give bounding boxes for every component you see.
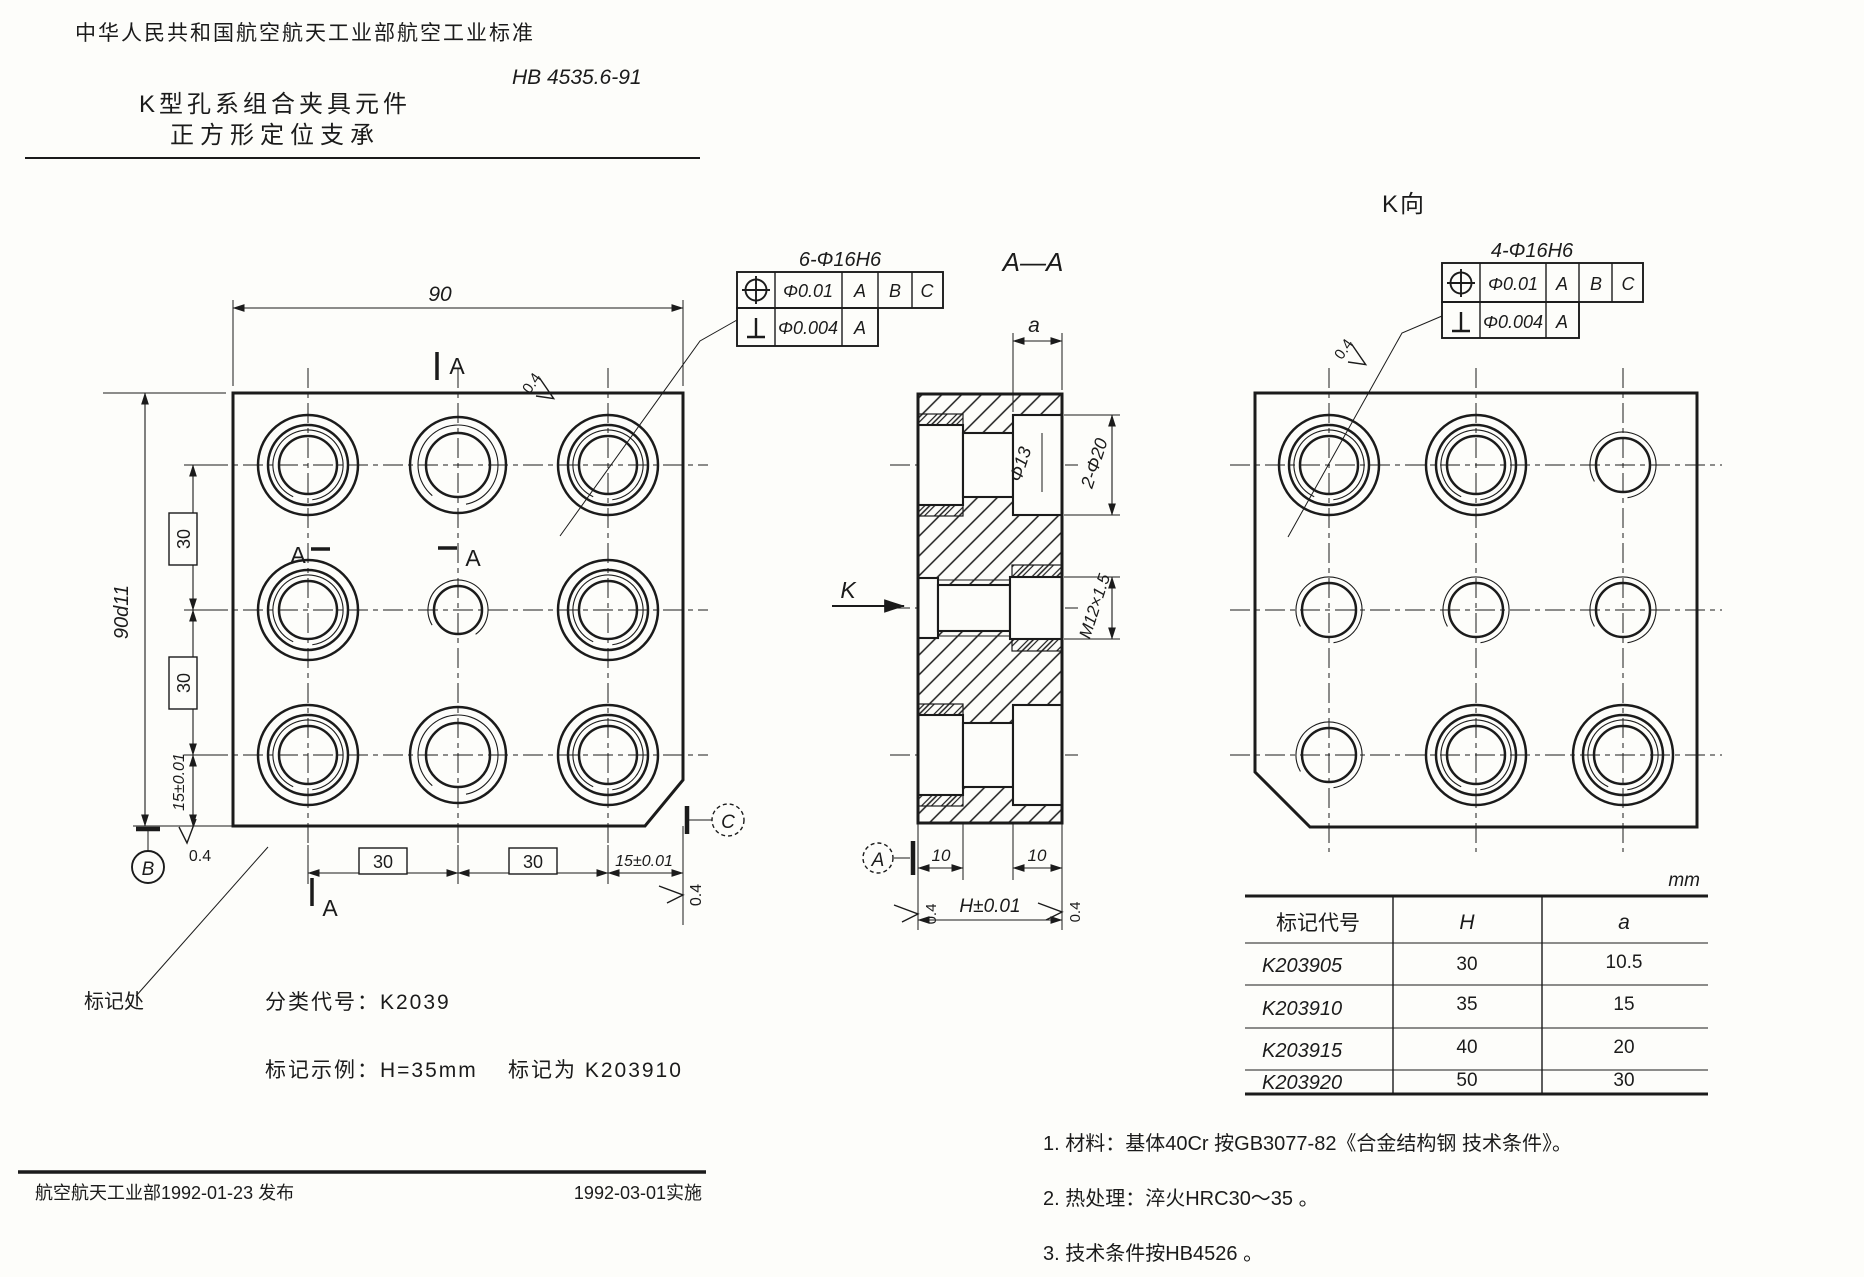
dim-thread-m12: M12×1.5 <box>1075 571 1114 641</box>
perpendicularity-symbol-icon <box>1452 312 1470 333</box>
dim-width-90: 90 <box>428 283 452 306</box>
position-symbol-icon <box>1447 269 1475 297</box>
right-view: K向 <box>1230 191 1722 852</box>
section-outline <box>916 392 1064 825</box>
perpendicularity-symbol-icon <box>747 318 765 339</box>
fcf-right: 4-Φ16H6 Φ0.01 A B C Φ0.004 A 0.4 <box>1287 240 1644 538</box>
technical-notes: 1. 材料：基体40Cr 按GB3077-82《合金结构钢 技术条件》。 2. … <box>1043 1132 1572 1265</box>
section-title: A—A <box>1001 247 1064 277</box>
cell-a-3: 20 <box>1613 1037 1634 1058</box>
dim-edge-15-left: 15±0.01 <box>171 753 188 811</box>
fcf-left-ref3: C <box>921 281 935 301</box>
footer: 航空航天工业部1992-01-23 发布 1992-03-01实施 <box>18 1170 706 1203</box>
note-2: 2. 热处理：淬火HRC30～35 。 <box>1043 1187 1319 1210</box>
roughness-bottom-face: 0.4 <box>189 848 211 865</box>
marking-example: 标记示例：H=35mm <box>265 1059 478 1082</box>
marking-designation: 标记为 K203910 <box>508 1059 683 1082</box>
dim-a: a <box>1028 314 1040 337</box>
datum-a: A <box>862 841 916 875</box>
class-code: 分类代号：K2039 <box>265 991 451 1014</box>
table-row: K203905 30 10.5 <box>1262 952 1642 977</box>
k-view-label: K向 <box>1382 191 1426 218</box>
roughness-section-right: 0.4 <box>1067 902 1084 923</box>
datum-c: C <box>684 803 745 837</box>
dim-pitch-30-bottom2: 30 <box>523 852 543 872</box>
spec-table: mm 标记代号 H a K203905 30 10.5 K203910 35 1… <box>1245 870 1708 1096</box>
dim-height-90d11: 90d11 <box>111 585 133 639</box>
cell-code-1: K203905 <box>1262 955 1343 977</box>
section-marker-a-midleft: A <box>290 542 306 568</box>
standard-number: HB 4535.6-91 <box>512 66 642 89</box>
section-marker-a-top: A <box>449 353 465 379</box>
fcf-left-pos-tol: Φ0.01 <box>783 281 833 301</box>
table-row: K203915 40 20 <box>1262 1037 1635 1062</box>
col-header-code: 标记代号 <box>1276 912 1360 935</box>
note-1: 1. 材料：基体40Cr 按GB3077-82《合金结构钢 技术条件》。 <box>1043 1132 1572 1155</box>
fcf-right-ref2: B <box>1590 274 1602 294</box>
title-line2: 正方形定位支承 <box>170 122 380 149</box>
fcf-right-perp-ref: A <box>1555 312 1568 332</box>
cell-h-2: 35 <box>1456 994 1477 1015</box>
position-symbol-icon <box>742 276 770 304</box>
dim-pitch-30-bottom1: 30 <box>373 852 393 872</box>
title-line1: K型孔系组合夹具元件 <box>139 91 411 118</box>
dim-counterbore-2phi20: 2-Φ20 <box>1077 436 1112 492</box>
cell-h-1: 30 <box>1456 954 1477 975</box>
fcf-right-ref1: A <box>1555 274 1568 294</box>
cell-a-4: 30 <box>1613 1070 1634 1091</box>
cell-code-3: K203915 <box>1262 1040 1343 1062</box>
view-arrow-k-label: K <box>840 577 857 603</box>
dim-edge-15-bottom: 15±0.01 <box>615 853 673 870</box>
cell-a-1: 10.5 <box>1606 952 1643 973</box>
cell-code-4: K203920 <box>1262 1072 1342 1094</box>
classification-block: 分类代号：K2039 标记示例：H=35mm 标记为 K203910 <box>265 991 683 1082</box>
footer-issued: 航空航天工业部1992-01-23 发布 <box>35 1183 294 1203</box>
note-3: 3. 技术条件按HB4526 。 <box>1043 1242 1263 1265</box>
cell-h-4: 50 <box>1456 1070 1477 1091</box>
right-plate-outline <box>1253 391 1699 829</box>
header: 中华人民共和国航空航天工业部航空工业标准 HB 4535.6-91 K型孔系组合… <box>25 22 700 159</box>
roughness-right-face: 0.4 <box>688 884 705 906</box>
table-row: K203910 35 15 <box>1262 994 1635 1020</box>
footer-effective: 1992-03-01实施 <box>574 1183 702 1203</box>
cell-code-2: K203910 <box>1262 998 1342 1020</box>
fcf-right-perp-tol: Φ0.004 <box>1483 312 1543 332</box>
fcf-left-ref1: A <box>853 281 866 301</box>
table-row: K203920 50 30 <box>1262 1070 1635 1094</box>
roughness-bore-right: 0.4 <box>1331 336 1357 363</box>
section-marker-a-midright: A <box>465 545 481 571</box>
fcf-left-qty: 6-Φ16H6 <box>799 249 882 271</box>
dim-h-overall: H±0.01 <box>959 896 1020 917</box>
datum-b-label: B <box>142 859 155 880</box>
fcf-left-perp-tol: Φ0.004 <box>778 318 838 338</box>
datum-b: B <box>131 826 165 884</box>
col-header-h: H <box>1459 911 1475 934</box>
section-view: A—A a Φ13 <box>832 247 1120 930</box>
dim-pitch-30-left2: 30 <box>174 673 194 693</box>
cell-a-2: 15 <box>1613 994 1634 1015</box>
org-standard-line: 中华人民共和国航空航天工业部航空工业标准 <box>75 22 535 45</box>
table-unit: mm <box>1668 870 1700 891</box>
roughness-section-left: 0.4 <box>923 904 940 925</box>
section-marker-a-bottom: A <box>322 895 338 921</box>
fcf-right-pos-tol: Φ0.01 <box>1488 274 1538 294</box>
datum-a-label: A <box>871 850 885 871</box>
fcf-left-perp-ref: A <box>853 318 866 338</box>
fcf-left-ref2: B <box>889 281 901 301</box>
fcf-right-ref3: C <box>1622 274 1636 294</box>
dim-depth-10-right: 10 <box>1028 846 1047 865</box>
datum-c-label: C <box>721 812 735 833</box>
dim-depth-10-left: 10 <box>932 846 951 865</box>
fcf-right-qty: 4-Φ16H6 <box>1491 240 1574 262</box>
dim-pitch-30-left1: 30 <box>174 529 194 549</box>
cell-h-3: 40 <box>1456 1037 1477 1058</box>
left-plate-outline <box>231 391 685 828</box>
left-view: 90 90d11 30 30 15±0.01 <box>84 283 745 1013</box>
col-header-a: a <box>1618 911 1630 934</box>
mark-location-note: 标记处 <box>84 990 144 1013</box>
